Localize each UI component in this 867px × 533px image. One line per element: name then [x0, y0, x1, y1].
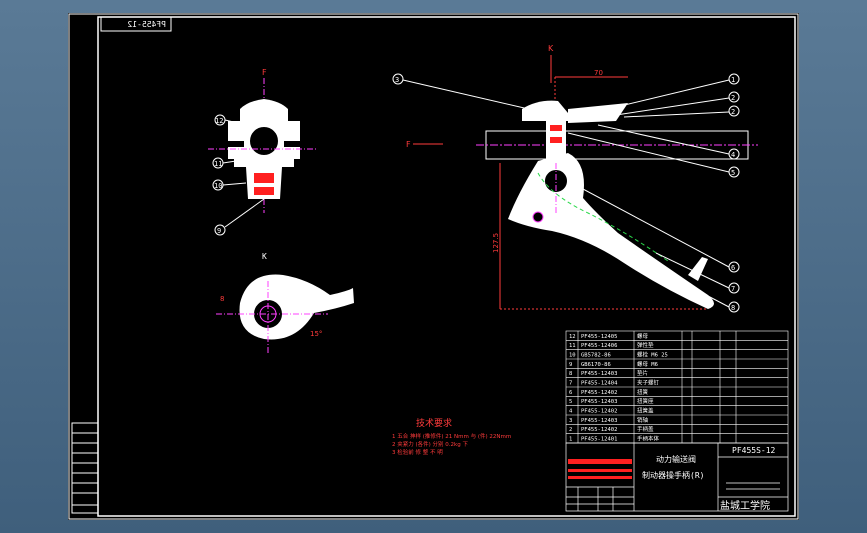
bom-code: PF455-12401 [581, 437, 617, 443]
bom-no: 5 [569, 399, 572, 405]
notes-item-3: 3 检验前 修 整 不 明 [392, 448, 443, 456]
technical-notes: 技术要求 1 五合 抻样 (推修件) 21 Nmm 与 (件) 22Nmm 2 … [392, 417, 511, 456]
bom-code: PF455-12402 [581, 390, 617, 396]
bom-name: 扭簧座 [637, 397, 654, 405]
drawing-sheet: PF455-12 F 12 11 10 9 K [68, 13, 799, 520]
dim-70: 70 [594, 69, 603, 77]
bom-code: PF455-12404 [581, 381, 618, 387]
bom-no: 8 [569, 371, 572, 377]
notes-item-1: 1 五合 抻样 (推修件) 21 Nmm 与 (件) 22Nmm [392, 432, 511, 440]
inner-border [97, 16, 796, 517]
balloon-2a: 2 [731, 94, 735, 102]
bom-no: 11 [569, 343, 576, 349]
drawing-number-box [100, 16, 172, 32]
bom-no: 10 [569, 353, 576, 359]
bom-no: 2 [569, 427, 572, 433]
k-view: K 8 15° [216, 252, 354, 353]
bom-name: 扭簧盖 [637, 407, 654, 415]
bom-name: 垫片 [637, 369, 648, 377]
view-label-k-side: K [548, 44, 554, 53]
part-name-line2: 制动器操手柄(R) [642, 470, 704, 480]
title-block-redmarks [568, 459, 632, 479]
bom-code: PF455-12402 [581, 409, 617, 415]
bom-name: 夹子螺钉 [637, 379, 660, 387]
balloon-6: 6 [731, 264, 735, 272]
view-label-f-top: F [262, 68, 267, 77]
bom-name: 螺母 M6 [637, 360, 658, 368]
bom-code: GB5782-86 [581, 353, 611, 359]
drawing-number: PF455S-12 [732, 446, 776, 455]
balloon-1: 1 [731, 76, 735, 84]
school-name: 盐城工学院 [720, 499, 770, 512]
bom-code: PF455-12402 [581, 427, 617, 433]
title-block [565, 442, 789, 512]
outer-border [68, 13, 799, 520]
bom-no: 6 [569, 390, 572, 396]
dim-15: 15° [310, 330, 322, 338]
dim-8: 8 [220, 295, 224, 303]
balloon-9: 9 [217, 227, 221, 235]
view-label-f-side: F [406, 140, 411, 149]
balloon-4: 4 [731, 151, 735, 159]
bom-no: 3 [569, 418, 572, 424]
bom-code: PF455-12403 [581, 418, 617, 424]
bom-no: 9 [569, 362, 572, 368]
bom-name: 手柄本体 [637, 435, 660, 443]
notes-title: 技术要求 [416, 417, 452, 429]
bom-name: 螺栓 M6 25 [637, 351, 668, 359]
bom-no: 7 [569, 381, 572, 387]
bom-no: 12 [569, 334, 576, 340]
balloon-12: 12 [215, 117, 223, 125]
notes-item-2: 2 夹紧力 (各件) 分别 0.2kg 下 [392, 440, 468, 448]
drawing-number-mirrored: PF455-12 [127, 20, 166, 29]
balloon-10: 10 [214, 182, 222, 190]
balloon-3: 3 [395, 76, 399, 84]
balloon-5: 5 [731, 169, 735, 177]
bom-name: 扭簧 [637, 388, 649, 396]
bom-name: 手柄盖 [637, 425, 654, 433]
balloon-7: 7 [731, 285, 735, 293]
view-label-k-top: K [262, 252, 267, 261]
balloon-8: 8 [731, 304, 735, 312]
front-view: F 12 11 10 9 [208, 68, 318, 236]
dim-127-5: 127.5 [492, 233, 500, 253]
cad-drawing: PF455-12 F 12 11 10 9 K [68, 13, 799, 520]
balloon-2b: 2 [731, 108, 735, 116]
bom-code: PF455-12405 [581, 334, 617, 340]
bom-name: 销轴 [637, 416, 649, 424]
bom-code: PF455-12403 [581, 371, 617, 377]
bom-code: GB6170-86 [581, 362, 611, 368]
bom-no: 4 [569, 409, 573, 415]
bom-name: 螺母 [637, 332, 649, 340]
balloon-11: 11 [214, 160, 222, 168]
assembly-view: K F 70 127.5 [392, 44, 758, 313]
bom-name: 弹性垫 [637, 341, 654, 349]
binding-strip [71, 422, 99, 514]
bom-no: 1 [569, 437, 572, 443]
bom-code: PF455-12403 [581, 399, 617, 405]
bom-code: PF455-12406 [581, 343, 617, 349]
part-name-line1: 动力输送阀 [656, 454, 696, 464]
